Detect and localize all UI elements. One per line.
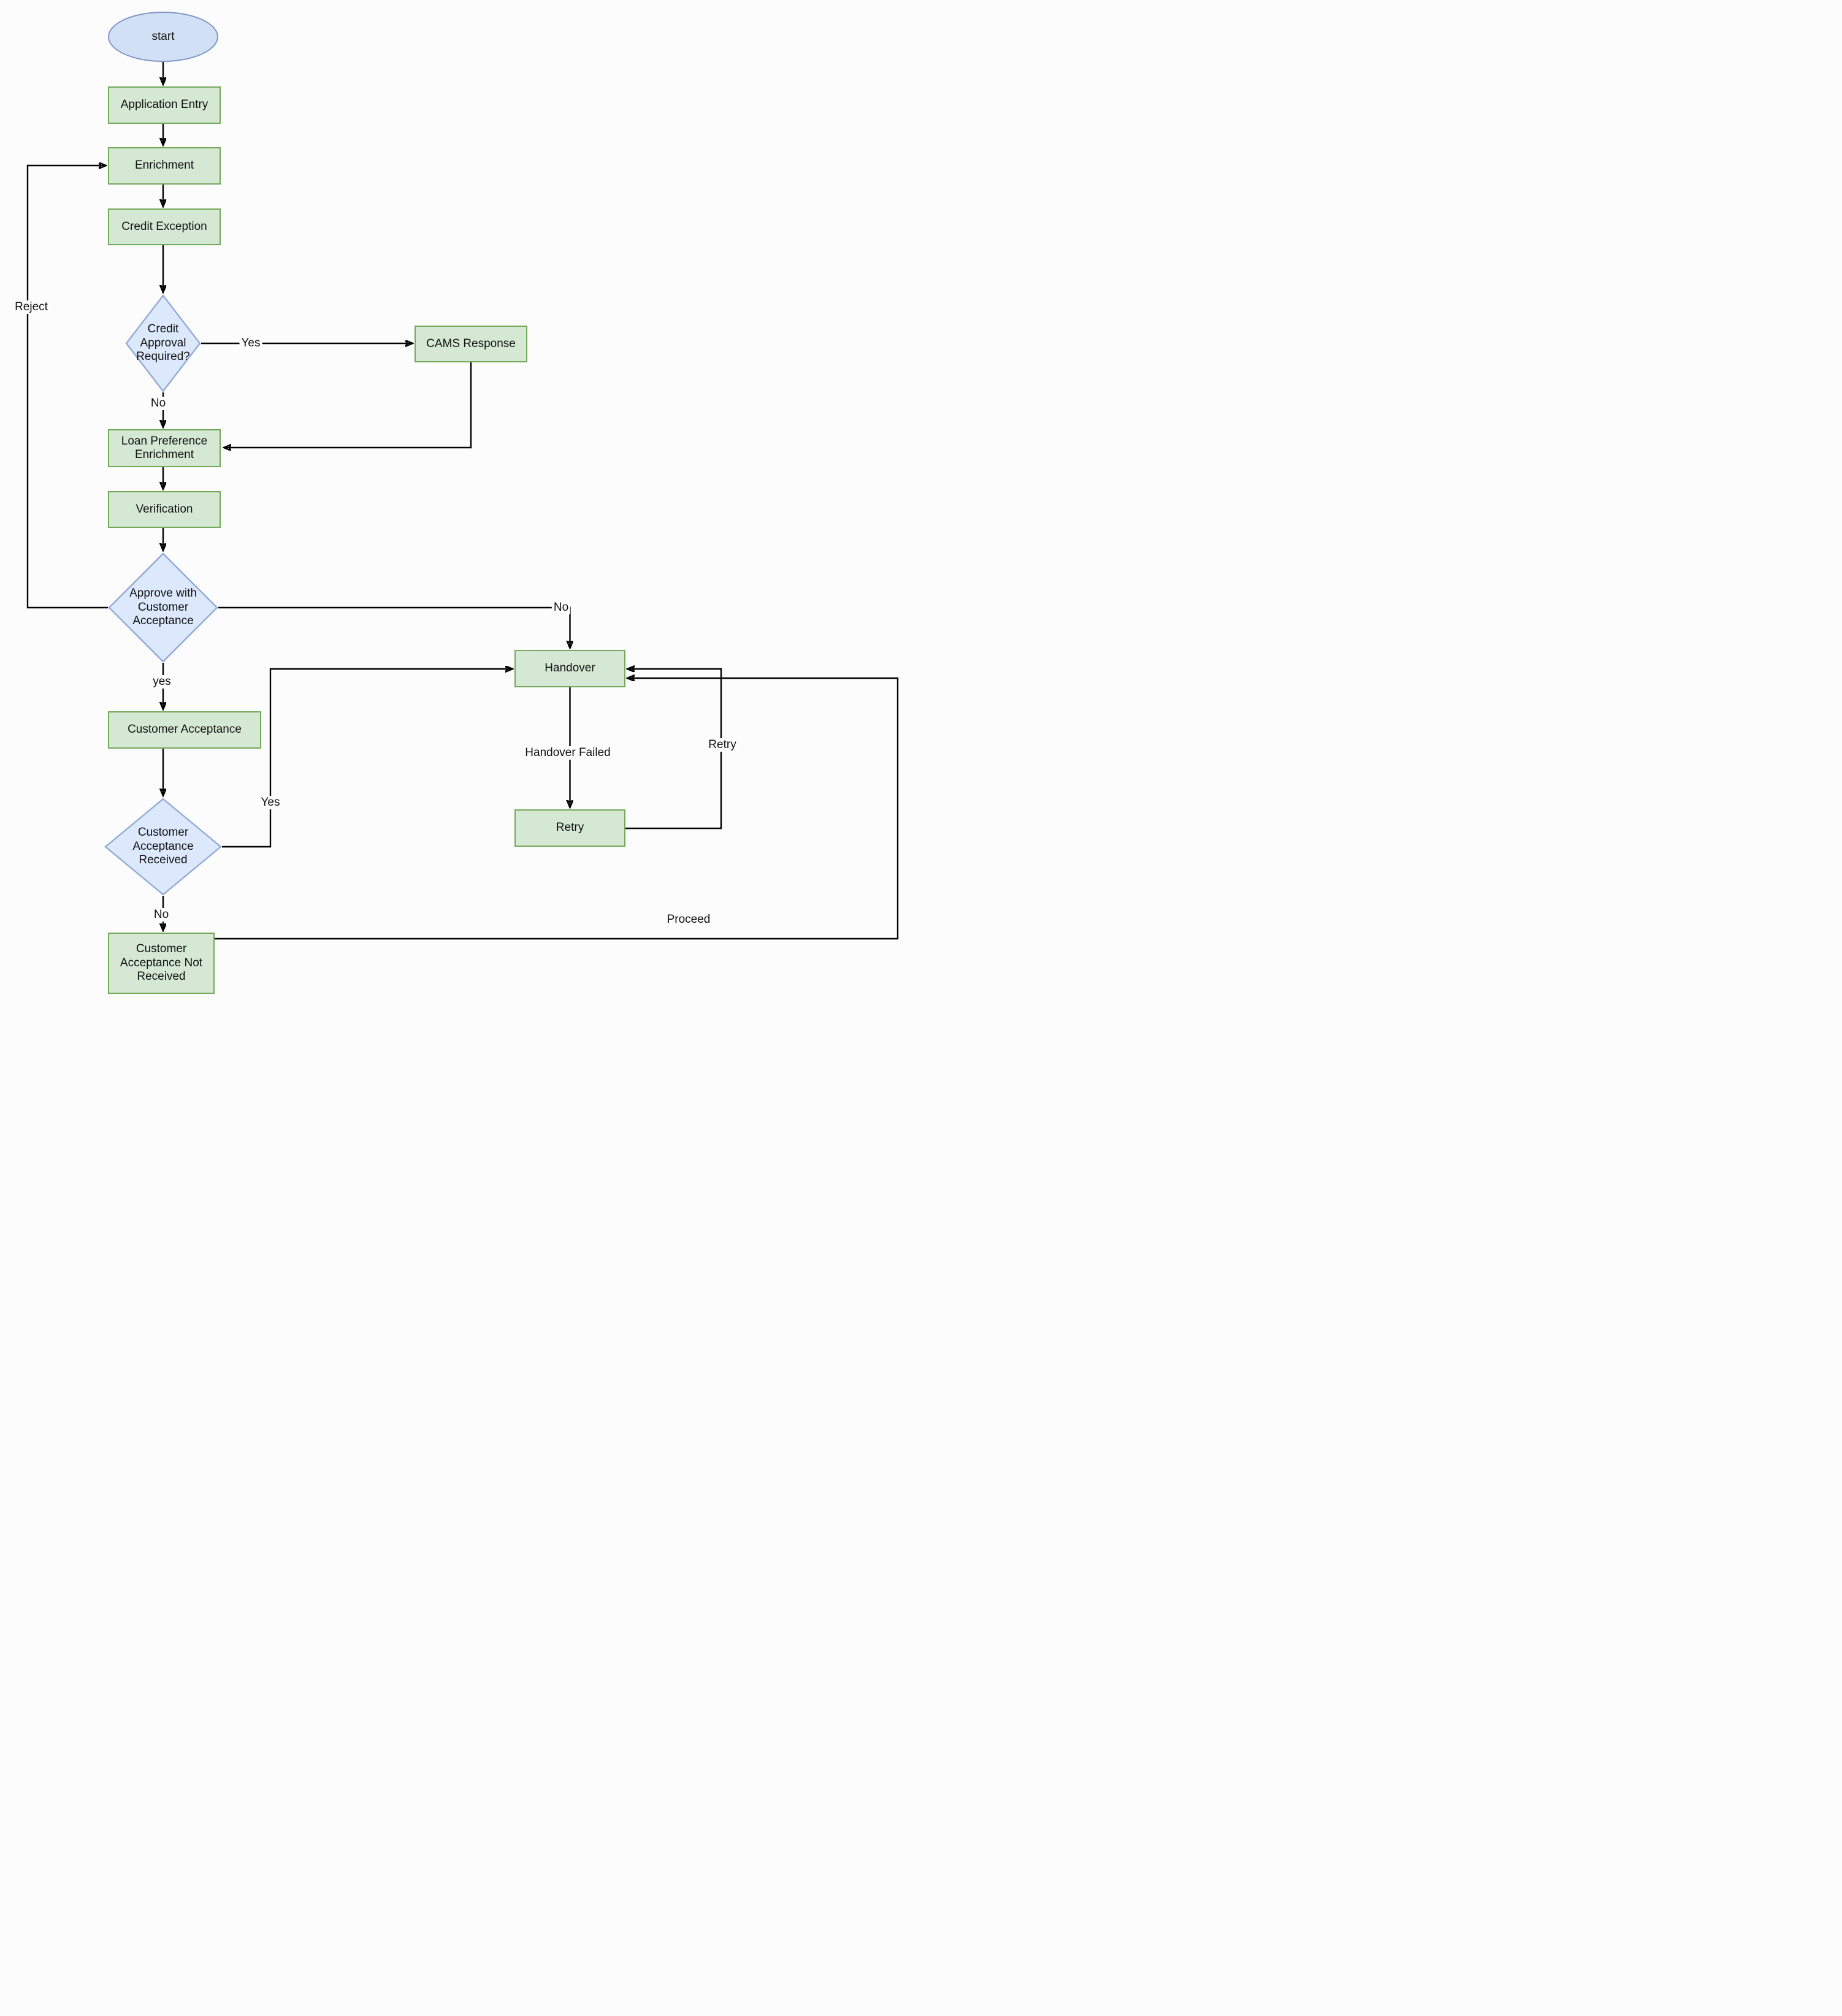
- edge-approve-reject-enrichment: [26, 166, 108, 609]
- edge-label-no-not-received: No: [151, 908, 171, 922]
- edge-label-no-handover: No: [551, 601, 571, 614]
- edge-not-received-proceed-handover: [215, 678, 899, 940]
- node-approve-with-customer-acceptance-label: Approve with Customer Acceptance: [129, 587, 197, 628]
- node-verification-label: Verification: [136, 502, 193, 516]
- node-cams-response: CAMS Response: [415, 326, 527, 362]
- edge-label-reject: Reject: [13, 300, 50, 314]
- node-credit-exception: Credit Exception: [108, 208, 221, 245]
- node-enrichment: Enrichment: [108, 147, 221, 185]
- node-customer-acceptance-received-label: Customer Acceptance Received: [132, 826, 194, 867]
- node-approve-with-customer-acceptance: Approve with Customer Acceptance: [108, 552, 218, 663]
- node-retry-label: Retry: [556, 821, 584, 834]
- diamond-shape: [108, 552, 218, 663]
- node-loan-preference-enrichment: Loan Preference Enrichment: [108, 429, 221, 467]
- node-retry: Retry: [514, 809, 625, 847]
- node-customer-acceptance-received: Customer Acceptance Received: [104, 798, 222, 896]
- edge-received-yes-handover: [222, 669, 512, 848]
- node-customer-acceptance-label: Customer Acceptance: [128, 723, 242, 736]
- node-customer-acceptance-not-received: Customer Acceptance Not Received: [108, 933, 215, 994]
- node-start: start: [108, 12, 218, 62]
- edge-label-yes-customer-acceptance: yes: [151, 675, 173, 689]
- edge-label-retry: Retry: [706, 738, 738, 752]
- node-start-label: start: [151, 29, 175, 43]
- node-application-entry-label: Application Entry: [120, 98, 208, 112]
- node-credit-approval-required-label: Credit Approval Required?: [136, 323, 190, 364]
- edge-label-proceed: Proceed: [665, 913, 713, 926]
- edge-approve-no-handover: [218, 606, 570, 647]
- node-credit-exception-label: Credit Exception: [121, 220, 207, 233]
- diamond-shape: [104, 798, 222, 896]
- node-cams-response-label: CAMS Response: [426, 337, 516, 350]
- node-customer-acceptance: Customer Acceptance: [108, 711, 261, 749]
- node-application-entry: Application Entry: [108, 86, 221, 124]
- node-handover: Handover: [514, 650, 625, 687]
- node-enrichment-label: Enrichment: [134, 159, 194, 172]
- node-loan-preference-enrichment-label: Loan Preference Enrichment: [121, 434, 208, 461]
- edge-label-yes-handover: Yes: [259, 796, 282, 809]
- edge-label-handover-failed: Handover Failed: [523, 746, 613, 760]
- node-customer-acceptance-not-received-label: Customer Acceptance Not Received: [120, 942, 203, 983]
- edge-label-no-loan-pref: No: [148, 397, 168, 410]
- flowchart-canvas: start Application Entry Enrichment Credi…: [0, 0, 921, 1008]
- diamond-shape: [125, 294, 201, 392]
- node-credit-approval-required: Credit Approval Required?: [125, 294, 201, 392]
- node-verification: Verification: [108, 491, 221, 528]
- edge-cams-loan-pref: [224, 362, 472, 448]
- edge-label-yes-cams: Yes: [239, 337, 262, 350]
- node-handover-label: Handover: [545, 662, 595, 675]
